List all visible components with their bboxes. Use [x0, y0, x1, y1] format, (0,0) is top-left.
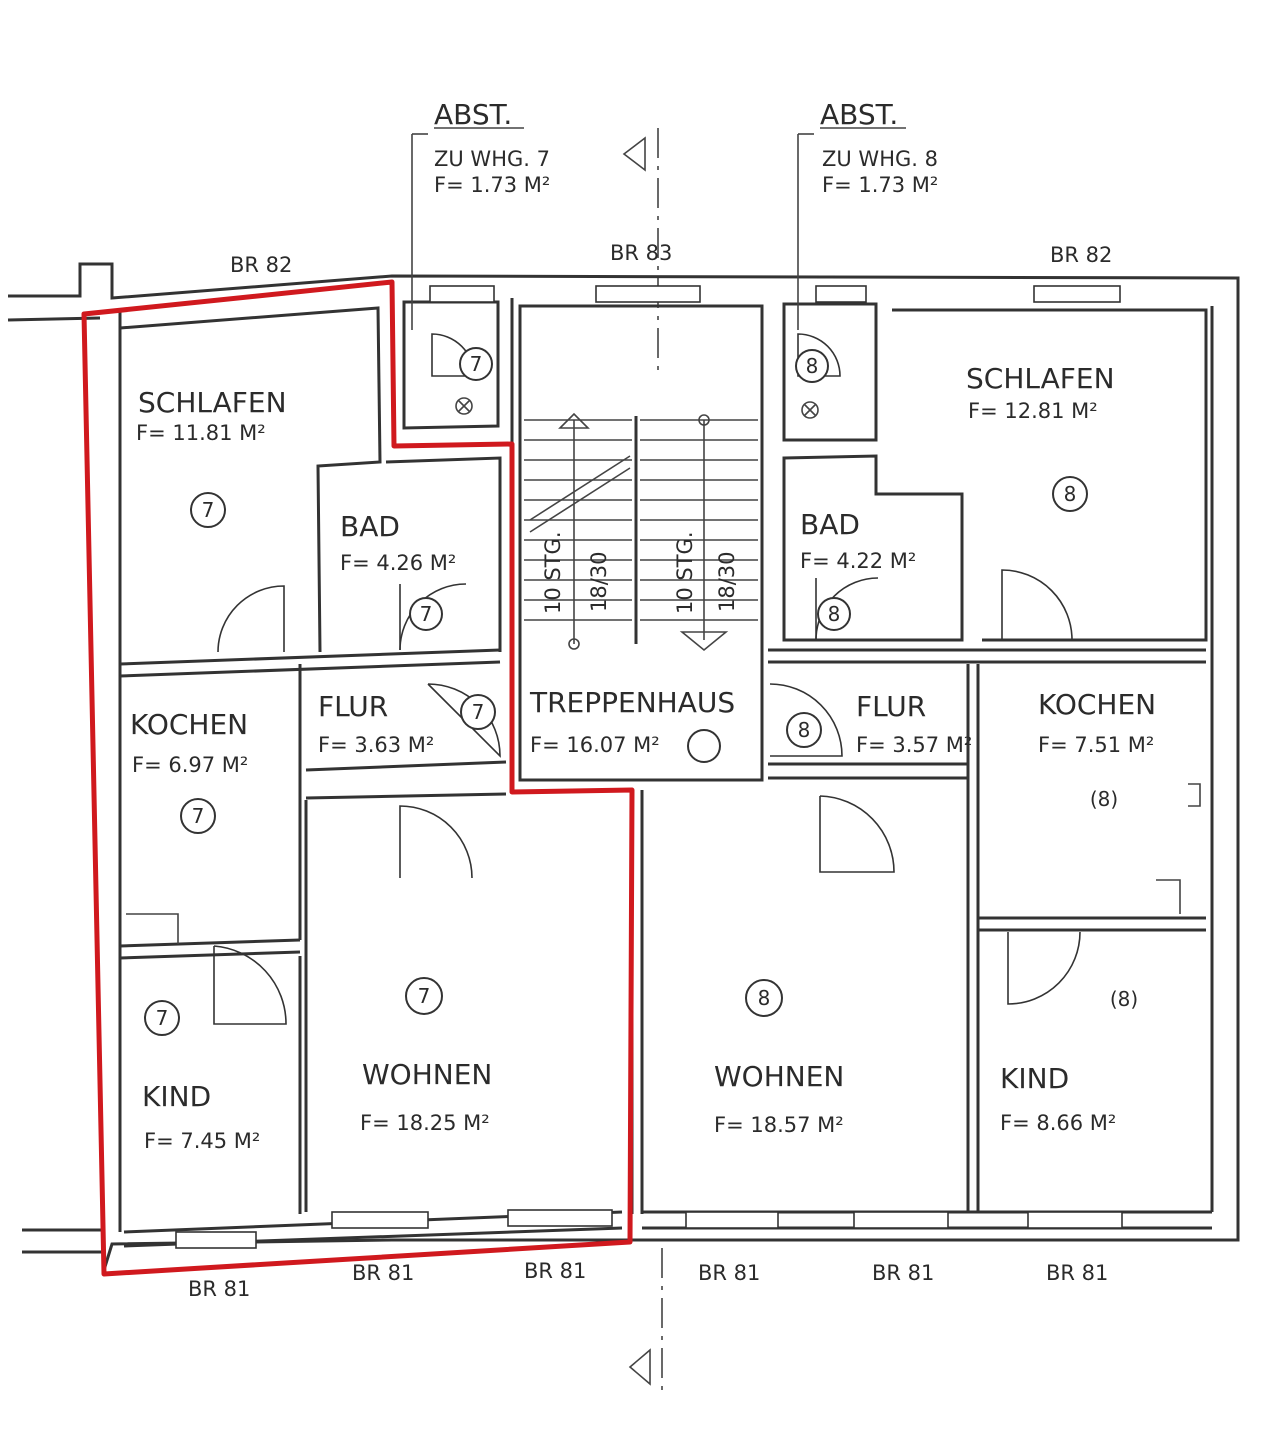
abst-line1-right: ZU WHG. 8 — [822, 147, 938, 171]
abst-annotation-left: ABST. ZU WHG. 7 F= 1.73 M² — [411, 98, 550, 330]
doors — [213, 333, 1081, 1025]
room-name: SCHLAFEN — [138, 386, 287, 419]
room-area: F= 7.45 M² — [144, 1129, 260, 1153]
abst-line2-right: F= 1.73 M² — [822, 173, 938, 197]
unit-number: (8) — [1090, 787, 1118, 811]
unit-number: 7 — [470, 352, 483, 376]
unit-number: 8 — [806, 354, 819, 378]
room-name: KIND — [1000, 1062, 1069, 1095]
room-schlafen-7: SCHLAFEN F= 11.81 M² 7 — [136, 386, 287, 528]
window-label: BR 82 — [1050, 243, 1112, 267]
window-label: BR 81 — [188, 1277, 250, 1301]
unit-number: 8 — [828, 602, 841, 626]
window-label: BR 81 — [352, 1261, 414, 1285]
unit-number: 7 — [202, 498, 215, 522]
room-name: KIND — [142, 1080, 211, 1113]
room-area: F= 18.25 M² — [360, 1111, 490, 1135]
abst-line1-left: ZU WHG. 7 — [434, 147, 550, 171]
stair-steps-left: 10 STG. — [541, 531, 565, 614]
unit-7-highlight — [81, 279, 635, 1277]
stairs — [524, 412, 758, 763]
room-kochen-8: KOCHEN F= 7.51 M² (8) — [1038, 688, 1156, 811]
unit-number: 7 — [156, 1006, 169, 1030]
room-flur-7: FLUR F= 3.63 M² 7 — [318, 690, 496, 757]
unit-number: 8 — [758, 986, 771, 1010]
unit-number: (8) — [1110, 987, 1138, 1011]
room-name: BAD — [340, 510, 400, 543]
stair-steps-right: 10 STG. — [673, 531, 697, 614]
room-kind-7: 7 KIND F= 7.45 M² — [142, 1000, 260, 1153]
room-abst-7: 7 — [455, 347, 493, 415]
window-label: BR 83 — [610, 241, 672, 265]
room-name: WOHNEN — [362, 1058, 492, 1091]
stair-labels: 10 STG. 18/30 10 STG. 18/30 — [541, 531, 739, 614]
unit-number: 8 — [1064, 482, 1077, 506]
room-name: SCHLAFEN — [966, 362, 1115, 395]
unit-number: 7 — [192, 804, 205, 828]
room-name: TREPPENHAUS — [529, 686, 735, 719]
room-area: F= 7.51 M² — [1038, 733, 1154, 757]
unit-number: 8 — [798, 718, 811, 742]
room-name: WOHNEN — [714, 1060, 844, 1093]
room-bad-8: BAD F= 4.22 M² 8 — [800, 508, 916, 631]
room-area: F= 16.07 M² — [530, 733, 660, 757]
window-label: BR 81 — [872, 1261, 934, 1285]
room-area: F= 3.63 M² — [318, 733, 434, 757]
room-name: FLUR — [318, 690, 388, 723]
section-marker-top — [622, 128, 659, 378]
abst-annotation-right: ABST. ZU WHG. 8 F= 1.73 M² — [797, 98, 938, 330]
room-area: F= 3.57 M² — [856, 733, 972, 757]
window-label: BR 81 — [698, 1261, 760, 1285]
outer-walls — [7, 262, 1240, 1271]
room-kind-8: (8) KIND F= 8.66 M² — [1000, 987, 1138, 1135]
room-name: KOCHEN — [130, 708, 248, 741]
room-bad-7: BAD F= 4.26 M² 7 — [340, 510, 456, 631]
section-marker-bottom — [628, 1248, 663, 1392]
unit-number: 7 — [420, 602, 433, 626]
stair-ratio-right: 18/30 — [715, 551, 739, 612]
room-kochen-7: KOCHEN F= 6.97 M² 7 — [130, 708, 248, 834]
unit-number: 7 — [418, 984, 431, 1008]
abst-title-right: ABST. — [820, 98, 898, 131]
window-label: BR 82 — [230, 253, 292, 277]
room-flur-8: 8 FLUR F= 3.57 M² — [786, 690, 972, 757]
windows — [175, 285, 1123, 1249]
room-area: F= 8.66 M² — [1000, 1111, 1116, 1135]
room-name: KOCHEN — [1038, 688, 1156, 721]
room-name: BAD — [800, 508, 860, 541]
unit-number: 7 — [472, 700, 485, 724]
abst-title-left: ABST. — [434, 98, 512, 131]
room-wohnen-7: 7 WOHNEN F= 18.25 M² — [360, 977, 492, 1135]
stair-ratio-left: 18/30 — [587, 551, 611, 612]
room-name: FLUR — [856, 690, 926, 723]
room-treppenhaus: TREPPENHAUS F= 16.07 M² — [529, 686, 735, 757]
room-schlafen-8: SCHLAFEN F= 12.81 M² 8 — [966, 362, 1115, 512]
room-area: F= 18.57 M² — [714, 1113, 844, 1137]
room-area: F= 12.81 M² — [968, 399, 1098, 423]
room-area: F= 4.26 M² — [340, 551, 456, 575]
window-label: BR 81 — [1046, 1261, 1108, 1285]
window-label: BR 81 — [524, 1259, 586, 1283]
abst-line2-left: F= 1.73 M² — [434, 173, 550, 197]
room-area: F= 11.81 M² — [136, 421, 266, 445]
room-abst-8: 8 — [795, 349, 829, 419]
room-wohnen-8: 8 WOHNEN F= 18.57 M² — [714, 979, 844, 1137]
room-area: F= 4.22 M² — [800, 549, 916, 573]
room-area: F= 6.97 M² — [132, 753, 248, 777]
window-labels: BR 82 BR 83 BR 82 BR 81 BR 81 BR 81 BR 8… — [188, 241, 1112, 1301]
